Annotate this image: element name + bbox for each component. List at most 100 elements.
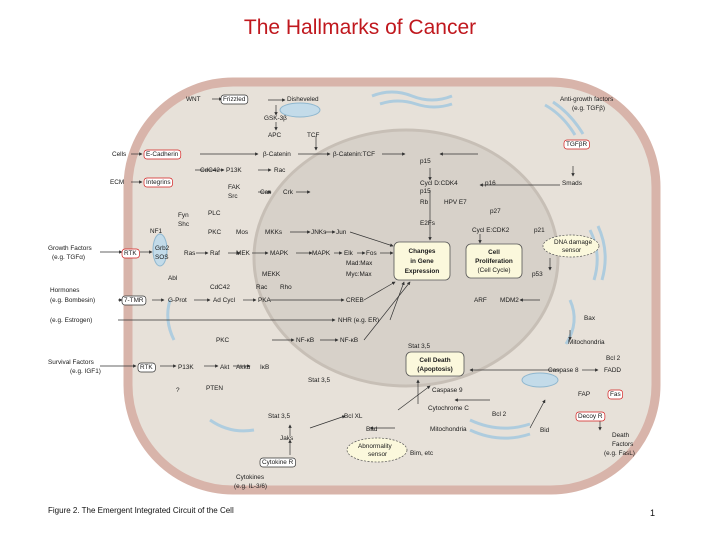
gsk3b-label: GSK-3β [264,115,287,122]
bim-label: Bim, etc [410,450,434,457]
fak-label: FAK [228,184,241,191]
jun-label: Jun [336,229,347,236]
figure-caption: Figure 2. The Emergent Integrated Circui… [48,506,234,515]
p27-label: p27 [490,208,501,215]
diagram-labels: WNT Frizzled Disheveled GSK-3β APC TCF C… [48,94,635,490]
cytochrome-c-label: Cytochrome C [428,405,469,412]
label-box [121,295,147,306]
7tmr-label: 7-TMR [124,297,144,304]
cells-label: Cells [112,151,126,158]
anti-growth-factors-label: Anti-growth factors [560,96,613,103]
src-label: Src [228,193,238,200]
fos-label: Fos [366,250,377,257]
label-box [575,411,606,422]
center-box-apoptosis: Cell Death (Apoptosis) [405,351,465,377]
death-factors-example: (e.g. FasL) [604,450,635,457]
slide-title: The Hallmarks of Cancer [243,16,477,39]
stat35-label-2: Stat 3,5 [308,377,330,384]
mekk-label: MEKK [262,271,281,278]
box-line: Cell Death [419,357,450,364]
label-box [259,457,296,468]
bax-label: Bax [584,315,596,322]
grb2-label: Grb2 [155,245,170,252]
pi3k-label-2: P13K [178,364,194,371]
mycmax-label: Myc:Max [346,271,372,278]
nfkb-label: NF-κB [296,337,314,344]
label-box [143,177,173,188]
label-box [220,94,249,105]
akt-label: Akt [220,364,229,371]
box-line: Changes [409,248,436,255]
dna-damage-sensor-shape [542,234,600,258]
bcl2-label-2: Bcl 2 [606,355,621,362]
nhr-label: NHR (e.g. ER) [338,317,379,324]
p15-label-2: p15 [420,188,431,195]
nf1-label: NF1 [150,228,163,235]
cytokines-label: Cytokines [236,474,264,481]
gprot-label: G-Prot [168,297,187,304]
mitochondria-label-2: Mitochondria [568,339,605,346]
madmax-label: Mad:Max [346,260,373,267]
stat35-label: Stat 3,5 [408,343,430,350]
pkc-label: PKC [208,229,222,236]
decoy-r-label: Decoy R [578,413,603,420]
bcl2-label: Bcl 2 [492,411,507,418]
plc-label: PLC [208,210,221,217]
estrogen-label: (e.g. Estrogen) [50,317,92,324]
rac-label-2: Rac [256,284,268,291]
cdc42-label-2: CdC42 [210,284,230,291]
hormones-example: (e.g. Bombesin) [50,297,95,304]
label-box [137,362,156,373]
mos-label: Mos [236,229,248,236]
stat35-label-3: Stat 3,5 [268,413,290,420]
center-box-changes: Changes in Gene Expression [393,241,451,281]
anti-growth-factors-example: (e.g. TGFβ) [572,105,605,112]
center-box-proliferation: Cell Proliferation (Cell Cycle) [465,243,523,279]
dna-damage-sensor-label-2: sensor [562,247,582,254]
crk-label: Crk [283,189,294,196]
box-line: (Cell Cycle) [477,267,510,274]
pi3k-label: P13K [226,167,242,174]
mapk-label-2: MAPK [312,250,331,257]
e2fs-label: E2Fs [420,220,435,227]
elk-label: Elk [344,250,354,257]
p16-label: p16 [485,180,496,187]
disheveled-label: Disheveled [287,96,319,103]
cytokines-example: (e.g. IL-3/6) [234,483,267,490]
mek-label: MEK [236,250,251,257]
ras-label: Ras [184,250,195,257]
p15-label: p15 [420,158,431,165]
bid-label: Bid [540,427,550,434]
survival-factors-label: Survival Factors [48,359,94,366]
rtk-label-2: RTK [140,364,153,371]
box-line: Expression [405,268,440,275]
box-line: Cell [488,249,500,256]
question-mark-label: ? [176,387,180,394]
hormones-label: Hormones [50,287,79,294]
label-box [563,139,590,150]
hpv-e7-label: HPV E7 [444,199,467,206]
mdm2-label: MDM2 [500,297,519,304]
rho-label: Rho [280,284,292,291]
pten-label: PTEN [206,385,223,392]
fadd-label: FADD [604,367,621,374]
p53-label: p53 [532,271,543,278]
label-box [607,389,624,400]
label-box [121,248,140,259]
caspase9-label: Caspase 9 [432,387,463,394]
mitochondria-shapes [152,102,559,388]
ikka-label: Akkα [236,364,251,371]
cas-label: Cas [260,189,271,196]
rb-label: Rb [420,199,429,206]
abl-label: Abl [168,275,177,282]
ecm-label: ECM [110,179,124,186]
adcycl-label: Ad Cycl [213,297,235,304]
cyclin-d-cdk4-label: Cycl D:CDK4 [420,180,458,187]
sos-label: SOS [155,254,169,261]
growth-factors-label: Growth Factors [48,245,92,252]
arf-label: ARF [474,297,487,304]
abnormality-sensor-label-2: sensor [368,451,388,458]
rac-label: Rac [274,167,286,174]
fyn-label: Fyn [178,212,189,219]
